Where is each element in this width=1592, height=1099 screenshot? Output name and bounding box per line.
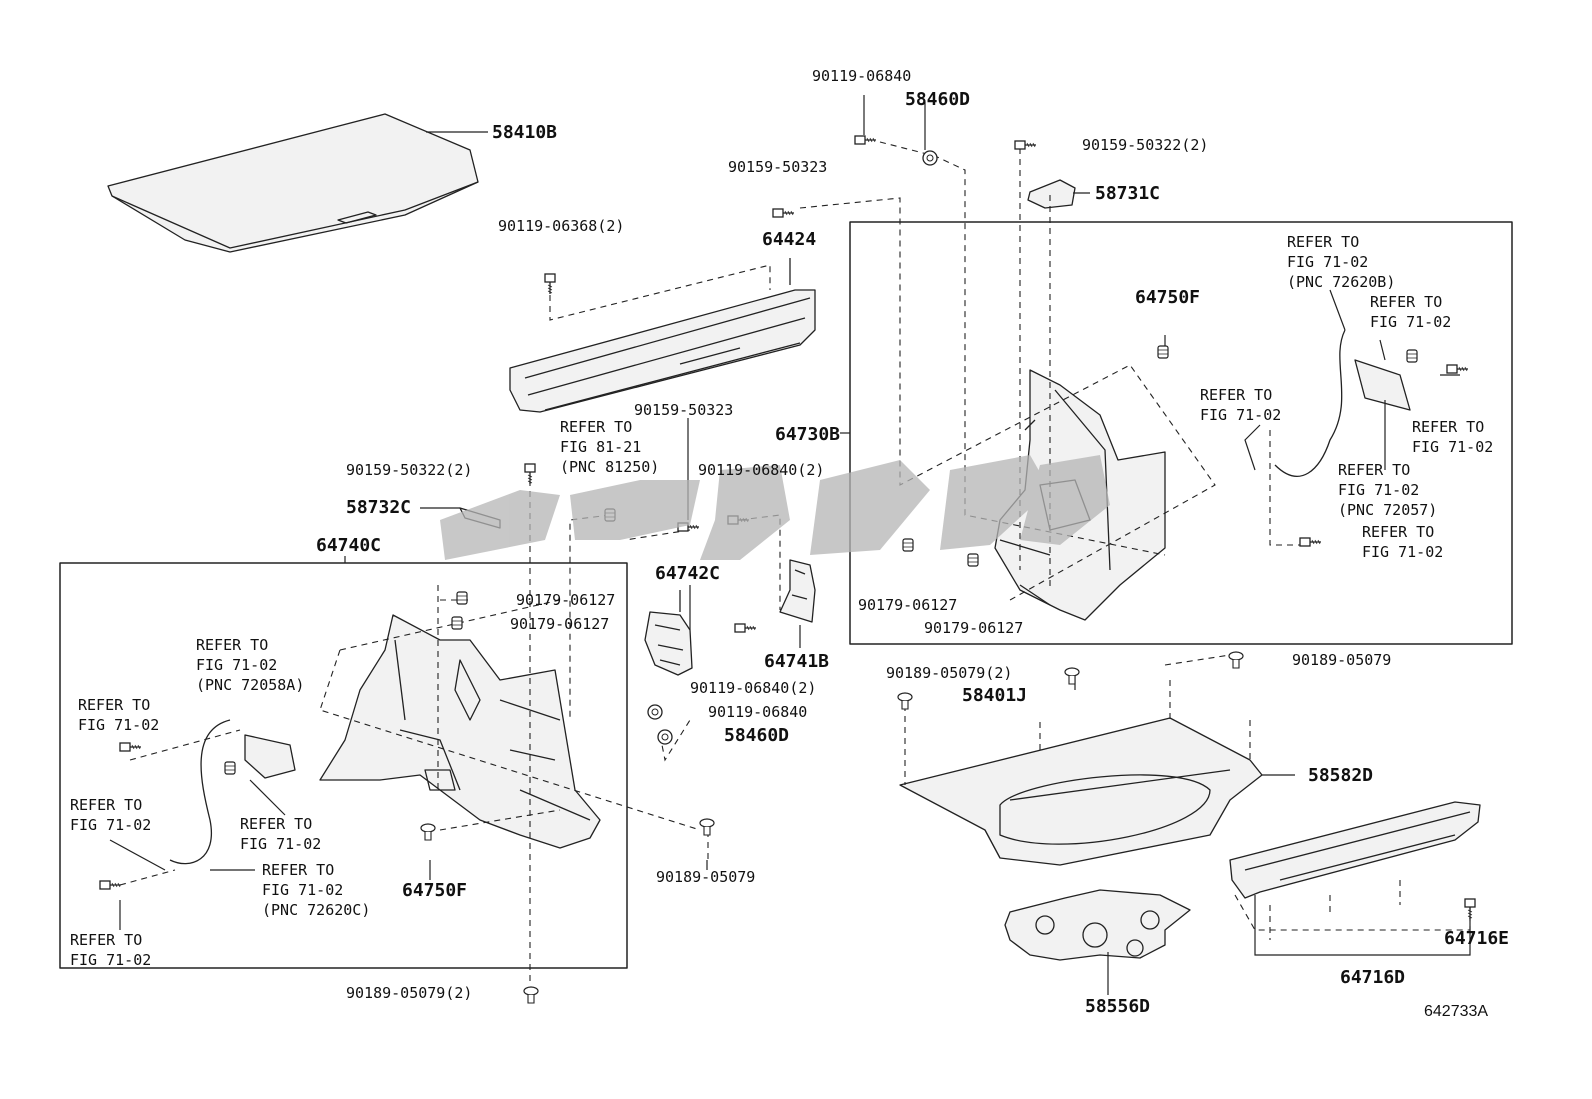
part-label-90119-06840-c: 90119-06840 (708, 703, 808, 721)
part-label-64741B: 64741B (764, 651, 830, 672)
part-label-90189-05079-a: 90189-05079 (1292, 651, 1392, 669)
cap-58731C-shape (1027, 179, 1076, 209)
part-label-90159-50322-2-left: 90159-50322(2) (346, 461, 473, 479)
bracket-64741B-shape (779, 559, 816, 623)
part-label-58460D-mid: 58460D (724, 725, 790, 746)
part-label-64716E: 64716E (1444, 928, 1510, 949)
part-label-90189-05079-2-b: 90189-05079(2) (346, 984, 473, 1002)
part-label-58582D: 58582D (1308, 765, 1374, 786)
group-box-64740C (59, 562, 628, 969)
part-label-90189-05079-b: 90189-05079 (656, 868, 756, 886)
part-label-64740C: 64740C (316, 535, 382, 556)
left-side-trim-shape (319, 614, 601, 849)
part-label-58460D-top: 58460D (905, 89, 971, 110)
figure-id: 642733A (1424, 1003, 1489, 1020)
scuff-plate-shape (1229, 801, 1481, 899)
part-label-64716D: 64716D (1340, 967, 1406, 988)
part-label-58731C: 58731C (1095, 183, 1161, 204)
lamp-left-shape (244, 734, 296, 779)
part-label-58401J: 58401J (962, 685, 1028, 706)
part-label-58556D: 58556D (1085, 996, 1151, 1017)
part-label-64750F-right: 64750F (1135, 287, 1201, 308)
part-label-90159-50322-2-right: 90159-50322(2) (1082, 136, 1209, 154)
part-label-90159-50323-b: 90159-50323 (634, 401, 734, 419)
part-label-90119-06840-2-b: 90119-06840(2) (690, 679, 817, 697)
tonneau-cover-shape (107, 113, 479, 253)
part-label-64424: 64424 (762, 229, 817, 250)
part-label-64742C: 64742C (655, 563, 721, 584)
part-label-90159-50323-a: 90159-50323 (728, 158, 828, 176)
trim-panel-64424-shape (509, 289, 816, 413)
part-label-90189-05079-2-a: 90189-05079(2) (886, 664, 1013, 682)
cable-left (169, 719, 231, 865)
lamp-right-shape (1354, 359, 1411, 411)
part-label-90119-06368-2: 90119-06368(2) (498, 217, 625, 235)
part-label-90119-06840-2-a: 90119-06840(2) (698, 461, 825, 479)
part-label-90119-06840-top: 90119-06840 (812, 67, 912, 85)
watermark-logo (440, 455, 1110, 560)
part-label-64750F-left: 64750F (402, 880, 468, 901)
part-label-90179-06127-b: 90179-06127 (510, 615, 610, 633)
bracket-64742C-shape (644, 611, 693, 676)
part-label-58732C: 58732C (346, 497, 412, 518)
cable-right (1274, 329, 1346, 477)
part-label-58410B: 58410B (492, 122, 558, 143)
part-label-90179-06127-a: 90179-06127 (516, 591, 616, 609)
part-label-64730B: 64730B (775, 424, 841, 445)
part-label-90179-06127-d: 90179-06127 (924, 619, 1024, 637)
spare-cover-shape (1004, 889, 1191, 961)
part-label-90179-06127-c: 90179-06127 (858, 596, 958, 614)
